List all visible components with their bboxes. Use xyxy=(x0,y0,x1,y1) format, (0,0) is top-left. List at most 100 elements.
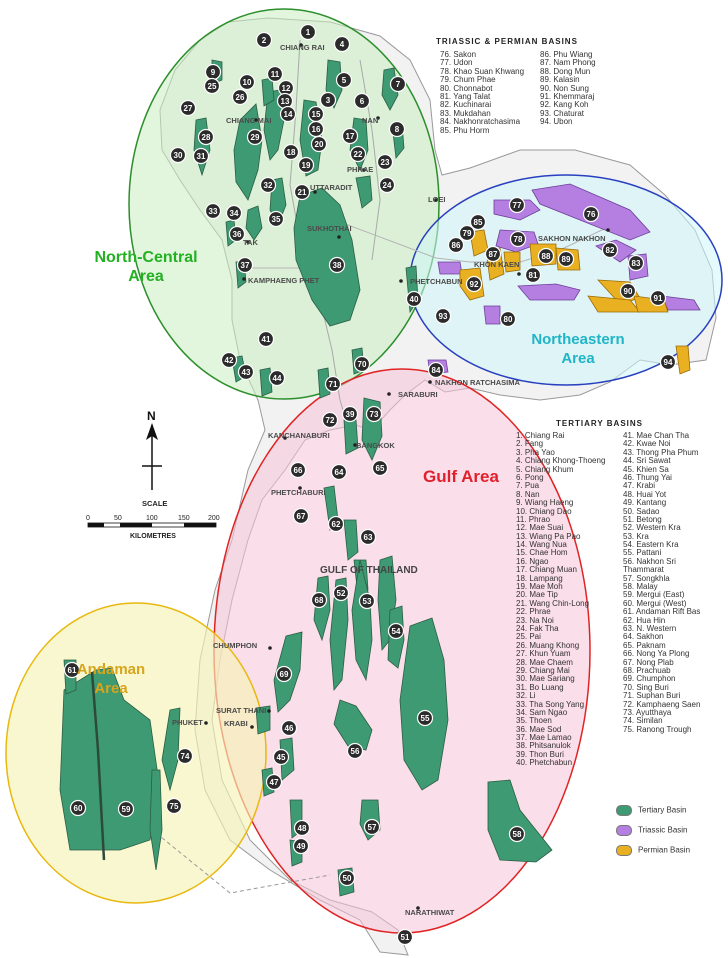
basin-marker-91: 91 xyxy=(649,289,667,307)
list-item: 24. Fak Tha xyxy=(516,623,559,633)
basin-marker-label: 22 xyxy=(354,150,363,159)
basin-marker-45: 45 xyxy=(272,748,290,766)
basin-marker-76: 76 xyxy=(582,205,600,223)
list-item: 9. Wiang Haeng xyxy=(516,498,574,508)
basin-marker-circle xyxy=(69,799,87,817)
list-item: 17. Chiang Muan xyxy=(516,565,577,575)
list-item: 48. Huai Yot xyxy=(623,489,667,499)
basin-marker-label: 40 xyxy=(410,295,419,304)
basin-marker-label: 84 xyxy=(432,366,441,375)
city-label-sukhothai: SUKHOTHAI xyxy=(307,224,352,233)
basin-marker-label: 21 xyxy=(298,188,307,197)
basin-marker-label: 37 xyxy=(241,261,250,270)
basin-marker-44: 44 xyxy=(268,369,286,387)
northeastern-area-label: Northeastern Area xyxy=(531,331,625,367)
basin-marker-label: 17 xyxy=(346,132,355,141)
basin-marker-circle xyxy=(371,459,389,477)
basin-marker-43: 43 xyxy=(237,363,255,381)
city-label-phetchaburi: PHETCHABURI xyxy=(271,488,326,497)
basin-marker-circle xyxy=(416,709,434,727)
basin-marker-32: 32 xyxy=(259,176,277,194)
list-item: 64. Sakhon xyxy=(623,632,664,642)
basin-marker-75: 75 xyxy=(165,797,183,815)
list-item: 63. N. Western xyxy=(623,623,677,633)
basin-marker-36: 36 xyxy=(228,225,246,243)
basin-marker-circle xyxy=(225,204,243,222)
basin-marker-label: 73 xyxy=(370,410,379,419)
list-item: 66. Nong Ya Plong xyxy=(623,649,690,659)
basin-marker-59: 59 xyxy=(117,800,135,818)
basin-marker-label: 82 xyxy=(606,246,615,255)
basin-marker-14: 14 xyxy=(279,105,297,123)
basin-marker-73: 73 xyxy=(365,405,383,423)
list-item: 46. Thung Yai xyxy=(623,472,672,482)
basin-marker-label: 29 xyxy=(251,133,260,142)
legend-item-permian: Permian Basin xyxy=(616,845,690,856)
basin-marker-circle xyxy=(237,363,255,381)
basin-marker-circle xyxy=(267,210,285,228)
basin-marker-circle xyxy=(272,748,290,766)
list-item: 10. Chiang Dao xyxy=(516,506,572,516)
basin-marker-label: 35 xyxy=(272,215,281,224)
tertiary-basin-shape xyxy=(329,577,349,692)
basin-marker-50: 50 xyxy=(338,869,356,887)
basin-marker-label: 93 xyxy=(439,312,448,321)
basin-marker-circle xyxy=(324,375,342,393)
basin-marker-circle xyxy=(268,369,286,387)
basin-marker-2: 2 xyxy=(255,31,273,49)
basin-marker-circle xyxy=(169,146,187,164)
list-item: 49. Kantang xyxy=(623,498,667,508)
list-item: 73. Ayutthaya xyxy=(623,707,672,717)
basin-marker-circle xyxy=(341,405,359,423)
tertiary-basin-shape xyxy=(487,779,553,863)
basin-marker-label: 10 xyxy=(243,78,252,87)
basin-marker-label: 79 xyxy=(463,229,472,238)
basin-marker-label: 33 xyxy=(209,207,218,216)
basin-marker-65: 65 xyxy=(371,459,389,477)
list-item: 32. Li xyxy=(516,691,536,701)
basin-marker-label: 74 xyxy=(181,752,190,761)
triassic-basin-shape xyxy=(483,305,501,325)
list-item: 35. Thoen xyxy=(516,716,552,726)
basin-marker-88: 88 xyxy=(537,247,555,265)
basin-marker-55: 55 xyxy=(416,709,434,727)
list-item: 13. Wiang Pa Pao xyxy=(516,531,581,541)
basin-marker-48: 48 xyxy=(293,819,311,837)
basin-marker-circle xyxy=(484,245,502,263)
basin-marker-label: 68 xyxy=(315,596,324,605)
basin-marker-42: 42 xyxy=(220,351,238,369)
basin-marker-62: 62 xyxy=(327,515,345,533)
basin-marker-circle xyxy=(275,665,293,683)
basin-marker-47: 47 xyxy=(265,773,283,791)
list-item: 23. Na Noi xyxy=(516,615,554,625)
basin-marker-circle xyxy=(310,591,328,609)
list-item: 69. Chumphon xyxy=(623,674,676,684)
basin-marker-22: 22 xyxy=(349,145,367,163)
tertiary-basin-shape xyxy=(343,519,359,561)
basin-marker-58: 58 xyxy=(508,825,526,843)
basin-marker-label: 53 xyxy=(363,597,372,606)
list-item: 11. Phrao xyxy=(516,514,551,524)
basin-marker-23: 23 xyxy=(376,153,394,171)
basin-marker-label: 67 xyxy=(297,512,306,521)
basin-marker-circle xyxy=(557,250,575,268)
basin-marker-circle xyxy=(321,411,339,429)
basin-marker-circle xyxy=(192,147,210,165)
basin-marker-circle xyxy=(508,825,526,843)
basin-marker-label: 61 xyxy=(68,666,77,675)
tertiary-basin-shape xyxy=(255,705,271,735)
basin-marker-label: 90 xyxy=(624,287,633,296)
list-item: 43. Thong Pha Phum xyxy=(623,447,699,457)
basin-marker-circle xyxy=(353,355,371,373)
basin-marker-circle xyxy=(396,928,414,946)
basin-marker-label: 8 xyxy=(395,125,400,134)
basin-marker-69: 69 xyxy=(275,665,293,683)
basin-marker-circle xyxy=(346,742,364,760)
city-label-chiang-rai: CHIANG RAI xyxy=(280,43,325,52)
list-item: 57. Songkhla xyxy=(623,573,670,583)
basin-marker-82: 82 xyxy=(601,241,619,259)
city-label-loei: LOEI xyxy=(428,195,446,204)
basin-marker-label: 94 xyxy=(664,358,673,367)
city-label-phetchabun: PHETCHABUN xyxy=(410,277,463,286)
